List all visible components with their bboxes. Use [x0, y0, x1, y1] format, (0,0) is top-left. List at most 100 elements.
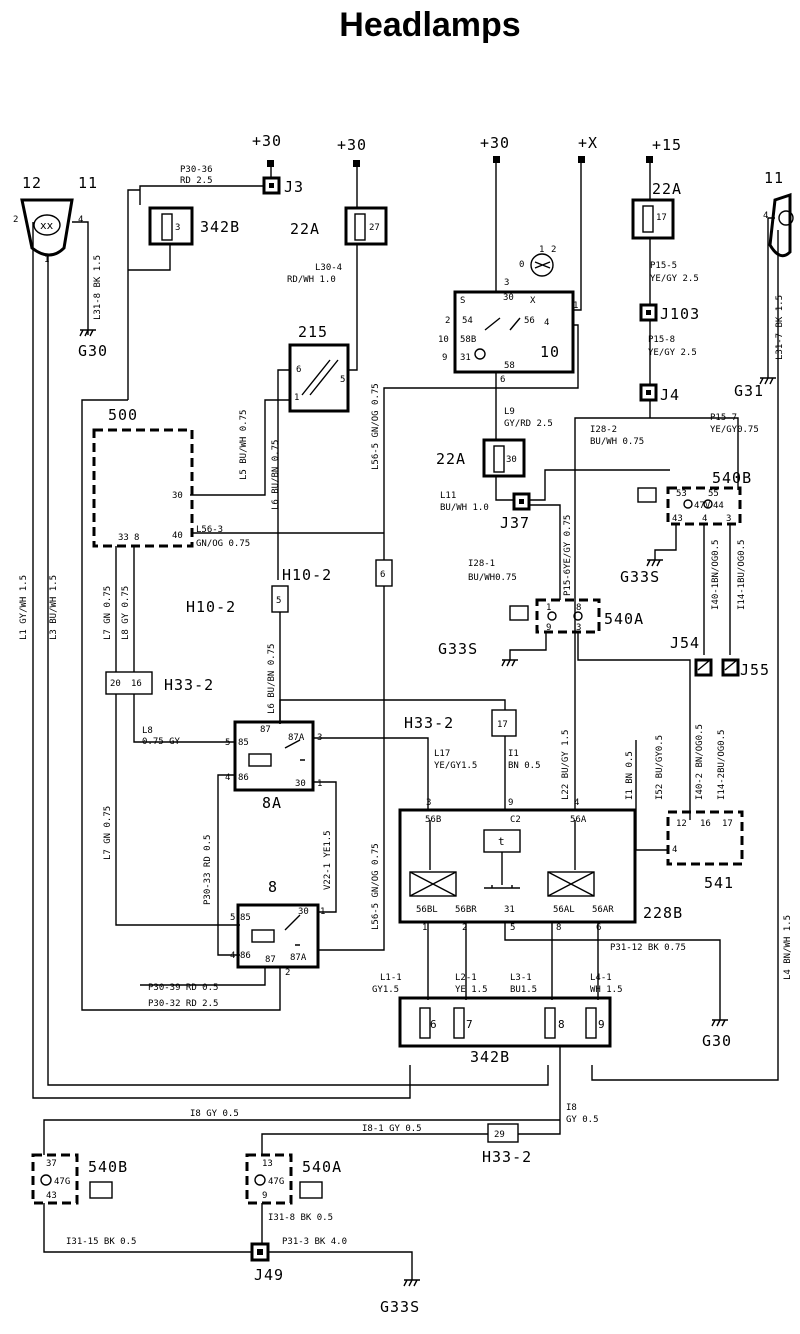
- svg-text:L22 BU/GY 1.5: L22 BU/GY 1.5: [561, 730, 571, 800]
- svg-text:L6 BU/BN 0.75: L6 BU/BN 0.75: [267, 644, 277, 714]
- svg-text:L56-5 GN/OG 0.75: L56-5 GN/OG 0.75: [371, 843, 381, 930]
- svg-text:56: 56: [524, 316, 535, 326]
- svg-text:87A: 87A: [288, 733, 305, 743]
- svg-text:P30-33 RD 0.5: P30-33 RD 0.5: [203, 835, 213, 905]
- svg-text:1: 1: [44, 255, 49, 265]
- svg-text:541: 541: [704, 874, 734, 892]
- svg-text:I8-1 GY 0.5: I8-1 GY 0.5: [362, 1124, 422, 1134]
- svg-text:87A: 87A: [290, 953, 307, 963]
- relay-8a: [233, 720, 315, 792]
- svg-text:3: 3: [504, 278, 509, 288]
- svg-text:9: 9: [262, 1191, 267, 1201]
- svg-text:4: 4: [230, 951, 235, 961]
- svg-text:5: 5: [230, 913, 235, 923]
- svg-text:56A: 56A: [570, 815, 587, 825]
- svg-text:31: 31: [460, 353, 471, 363]
- svg-text:BU/WH 1.0: BU/WH 1.0: [440, 503, 489, 513]
- svg-text:56BR: 56BR: [455, 905, 477, 915]
- svg-text:2: 2: [285, 968, 290, 978]
- svg-text:53: 53: [676, 489, 687, 499]
- svg-text:33: 33: [118, 533, 129, 543]
- svg-text:L4-1: L4-1: [590, 973, 612, 983]
- svg-text:8A: 8A: [262, 794, 282, 812]
- svg-text:I52 BU/GY0.5: I52 BU/GY0.5: [655, 735, 665, 800]
- svg-text:P15-8: P15-8: [648, 335, 675, 345]
- fuse-342b: [148, 206, 194, 246]
- svg-text:G31: G31: [734, 382, 764, 400]
- svg-text:RD 2.5: RD 2.5: [180, 176, 213, 186]
- svg-text:I40-2 BN/OG0.5: I40-2 BN/OG0.5: [695, 724, 705, 800]
- indicator-540a: [535, 598, 601, 634]
- svg-text:1: 1: [422, 923, 427, 933]
- fuse-box-342b: [398, 996, 612, 1048]
- svg-text:I1 BN 0.5: I1 BN 0.5: [625, 751, 635, 800]
- svg-text:6: 6: [430, 1018, 437, 1031]
- svg-text:30: 30: [298, 907, 309, 917]
- svg-text:40: 40: [172, 531, 183, 541]
- svg-text:2: 2: [462, 923, 467, 933]
- svg-text:47G: 47G: [54, 1177, 70, 1187]
- svg-text:G33S: G33S: [620, 568, 660, 586]
- svg-text:30: 30: [295, 779, 306, 789]
- svg-text:342B: 342B: [470, 1048, 510, 1066]
- svg-text:P15-5: P15-5: [650, 261, 677, 271]
- svg-text:L7 GN 0.75: L7 GN 0.75: [103, 806, 113, 860]
- svg-text:13: 13: [262, 1159, 273, 1169]
- connector-h33-2: [105, 671, 153, 695]
- svg-text:27: 27: [369, 223, 380, 233]
- svg-text:YE/GY1.5: YE/GY1.5: [434, 761, 477, 771]
- svg-text:L56-3: L56-3: [196, 525, 223, 535]
- svg-text:L56-5 GN/OG 0.75: L56-5 GN/OG 0.75: [371, 383, 381, 470]
- svg-text:215: 215: [298, 323, 328, 341]
- svg-text:BN 0.5: BN 0.5: [508, 761, 541, 771]
- svg-text:GY1.5: GY1.5: [372, 985, 399, 995]
- svg-text:I40-1BN/OG0.5: I40-1BN/OG0.5: [711, 540, 721, 610]
- svg-text:H33-2: H33-2: [482, 1148, 532, 1166]
- svg-text:L11: L11: [440, 491, 456, 501]
- svg-text:P15-6YE/GY 0.75: P15-6YE/GY 0.75: [563, 515, 573, 596]
- headlamp-symbol-icon: [299, 1181, 323, 1199]
- svg-text:1: 1: [320, 907, 325, 917]
- svg-text:6: 6: [500, 375, 505, 385]
- svg-text:31: 31: [504, 905, 515, 915]
- svg-text:5: 5: [276, 596, 281, 606]
- svg-text:56AL: 56AL: [553, 905, 575, 915]
- svg-text:YE/GY0.75: YE/GY0.75: [710, 425, 759, 435]
- svg-text:540B: 540B: [88, 1158, 128, 1176]
- junction-j49: [250, 1242, 270, 1262]
- svg-text:86: 86: [238, 773, 249, 783]
- svg-text:3: 3: [726, 514, 731, 524]
- module-541: [666, 810, 744, 866]
- svg-text:17: 17: [656, 213, 667, 223]
- svg-text:GY/RD 2.5: GY/RD 2.5: [504, 419, 553, 429]
- svg-text:YE/GY 2.5: YE/GY 2.5: [648, 348, 697, 358]
- svg-text:V22-1 YE1.5: V22-1 YE1.5: [323, 830, 333, 890]
- svg-text:0.75 GY: 0.75 GY: [142, 737, 181, 747]
- headlamp-symbol-icon: [637, 487, 657, 503]
- svg-text:G30: G30: [702, 1032, 732, 1050]
- svg-text:56AR: 56AR: [592, 905, 614, 915]
- svg-text:8: 8: [576, 603, 581, 613]
- svg-text:H33-2: H33-2: [164, 676, 214, 694]
- svg-text:20: 20: [110, 679, 121, 689]
- svg-text:22A: 22A: [652, 180, 682, 198]
- svg-text:17: 17: [722, 819, 733, 829]
- svg-text:56BL: 56BL: [416, 905, 438, 915]
- svg-text:58B: 58B: [460, 335, 476, 345]
- svg-text:L1-1: L1-1: [380, 973, 402, 983]
- svg-text:2: 2: [551, 245, 556, 255]
- svg-text:1: 1: [317, 779, 322, 789]
- svg-text:H10-2: H10-2: [282, 566, 332, 584]
- fuse-22a-15: [631, 198, 675, 240]
- svg-text:228B: 228B: [643, 904, 683, 922]
- svg-text:G33S: G33S: [380, 1298, 420, 1316]
- svg-text:YE/GY 2.5: YE/GY 2.5: [650, 274, 699, 284]
- svg-text:H33-2: H33-2: [404, 714, 454, 732]
- svg-text:4: 4: [225, 773, 230, 783]
- supply-label: +30: [252, 132, 282, 150]
- svg-text:BU/WH0.75: BU/WH0.75: [468, 573, 517, 583]
- svg-text:P30-36: P30-36: [180, 165, 213, 175]
- svg-text:4: 4: [672, 845, 677, 855]
- svg-text:L2-1: L2-1: [455, 973, 477, 983]
- svg-text:G33S: G33S: [438, 640, 478, 658]
